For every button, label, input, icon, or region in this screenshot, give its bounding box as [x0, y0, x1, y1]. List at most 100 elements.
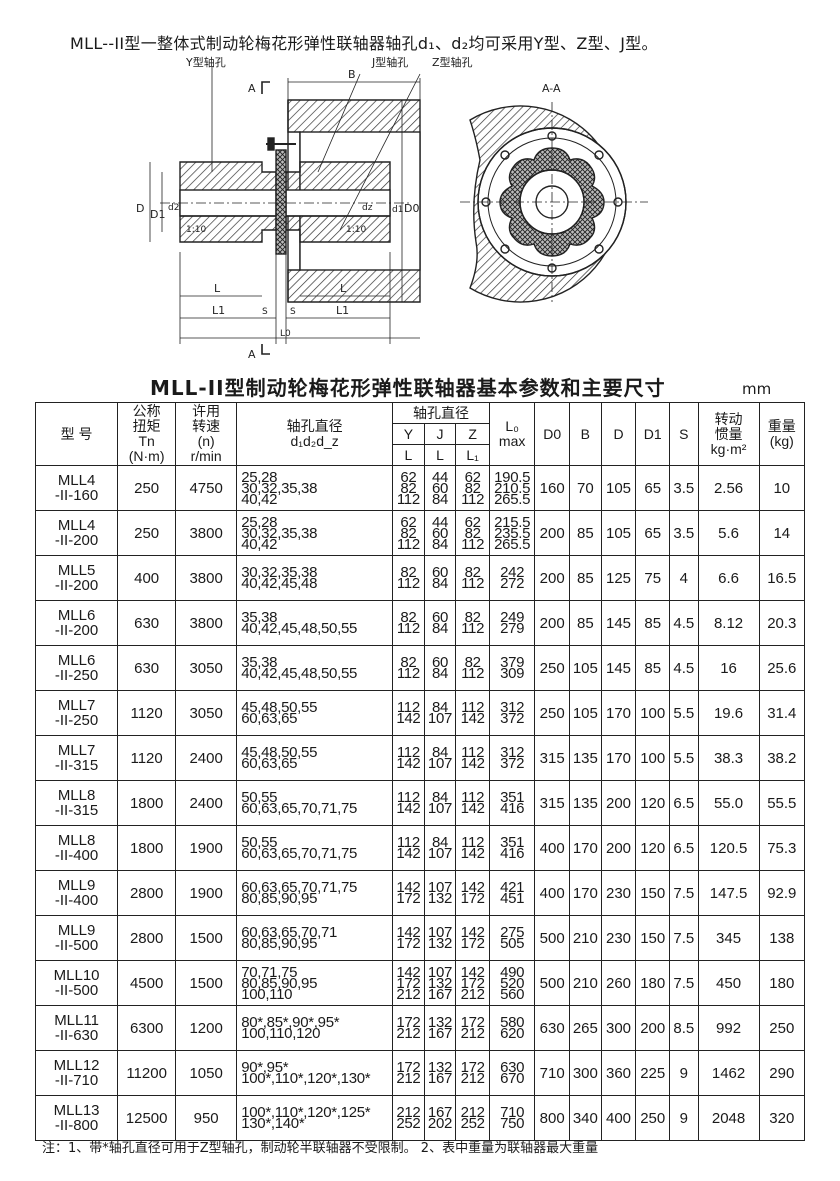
j-length-cell: 44 60 84	[423, 465, 457, 511]
s-cell: 7.5	[669, 870, 699, 916]
col-l0-max: L₀ max	[488, 402, 536, 466]
j-length-cell: 107 132	[423, 870, 457, 916]
speed-cell: 3800	[175, 510, 238, 556]
z-length-cell: 142 172	[455, 915, 490, 961]
model-cell: MLL5 -II-200	[34, 555, 119, 601]
model-cell: MLL6 -II-200	[34, 600, 119, 646]
y-length-cell: 62 82 112	[392, 465, 425, 511]
section-aa-label: A-A	[542, 82, 561, 95]
z-length-cell: 142 172 212	[455, 960, 490, 1006]
coupling-drawing: Y型轴孔 J型轴孔 Z型轴孔 A B D D1 D0 d1 d2 dz 1:10…	[136, 55, 648, 361]
z-length-cell: 172 212	[455, 1050, 490, 1096]
weight-cell: 14	[758, 510, 806, 556]
col-j: J	[423, 423, 457, 445]
speed-cell: 1200	[175, 1005, 238, 1051]
bore-cell: 45,48,50,55 60,63,65	[236, 735, 394, 781]
col-d0: D0	[534, 402, 571, 466]
j-length-cell: 60 84	[423, 645, 457, 691]
d0-cell: 315	[534, 780, 571, 826]
j-bore-label: J型轴孔	[371, 55, 408, 69]
s-cell: 8.5	[669, 1005, 699, 1051]
d-cell: 145	[600, 600, 637, 646]
j-length-cell: 60 84	[423, 555, 457, 601]
l0-cell: 351 416	[488, 825, 536, 871]
b-cell: 70	[569, 465, 602, 511]
bore-cell: 45,48,50,55 60,63,65	[236, 690, 394, 736]
model-cell: MLL10 -II-500	[34, 960, 119, 1006]
torque-cell: 11200	[117, 1050, 177, 1096]
d0-cell: 160	[534, 465, 571, 511]
inertia-cell: 2048	[697, 1095, 760, 1141]
d1-cell: 65	[635, 465, 671, 511]
speed-cell: 2400	[175, 780, 238, 826]
bore-cell: 50,55 60,63,65,70,71,75	[236, 825, 394, 871]
s-cell: 7.5	[669, 960, 699, 1006]
model-cell: MLL9 -II-400	[34, 870, 119, 916]
col-y: Y	[392, 423, 425, 445]
s-cell: 5.5	[669, 735, 699, 781]
col-model: 型 号	[34, 402, 119, 466]
z-length-cell: 112 142	[455, 690, 490, 736]
bore-cell: 30,32,35,38 40,42,45,48	[236, 555, 394, 601]
d-cell: 105	[600, 510, 637, 556]
d1-cell: 200	[635, 1005, 671, 1051]
torque-cell: 1120	[117, 735, 177, 781]
s-cell: 5.5	[669, 690, 699, 736]
weight-cell: 320	[758, 1095, 806, 1141]
l0-cell: 630 670	[488, 1050, 536, 1096]
bore-cell: 90*,95* 100*,110*,120*,130*	[236, 1050, 394, 1096]
d0-cell: 200	[534, 600, 571, 646]
d0-cell: 500	[534, 960, 571, 1006]
bore-cell: 50,55 60,63,65,70,71,75	[236, 780, 394, 826]
z-length-cell: 82 112	[455, 645, 490, 691]
weight-cell: 20.3	[758, 600, 806, 646]
z-bore-label: Z型轴孔	[432, 55, 473, 69]
d-cell: 230	[600, 870, 637, 916]
col-bore-length: 轴孔直径	[392, 402, 490, 424]
j-length-cell: 132 167	[423, 1005, 457, 1051]
d0-cell: 500	[534, 915, 571, 961]
y-length-cell: 212 252	[392, 1095, 425, 1141]
b-cell: 85	[569, 600, 602, 646]
torque-cell: 2800	[117, 870, 177, 916]
inertia-cell: 19.6	[697, 690, 760, 736]
torque-cell: 400	[117, 555, 177, 601]
l0-cell: 710 750	[488, 1095, 536, 1141]
speed-cell: 1900	[175, 825, 238, 871]
bore-cell: 60,63,65,70,71,75 80,85,90,95	[236, 870, 394, 916]
d1-cell: 85	[635, 645, 671, 691]
l0-cell: 275 505	[488, 915, 536, 961]
y-length-cell: 62 82 112	[392, 510, 425, 556]
s-cell: 3.5	[669, 510, 699, 556]
d0-cell: 630	[534, 1005, 571, 1051]
d0-cell: 200	[534, 555, 571, 601]
b-cell: 210	[569, 960, 602, 1006]
y-length-cell: 82 112	[392, 645, 425, 691]
torque-cell: 630	[117, 600, 177, 646]
col-torque: 公称 扭矩 Tn (N·m)	[117, 402, 177, 466]
inertia-cell: 8.12	[697, 600, 760, 646]
model-cell: MLL4 -II-200	[34, 510, 119, 556]
col-d: D	[600, 402, 637, 466]
b-cell: 85	[569, 555, 602, 601]
weight-cell: 138	[758, 915, 806, 961]
d-label: D	[136, 202, 144, 215]
inertia-cell: 2.56	[697, 465, 760, 511]
bore-cell: 80*,85*,90*,95* 100,110,120	[236, 1005, 394, 1051]
z-length-cell: 112 142	[455, 735, 490, 781]
d-cell: 300	[600, 1005, 637, 1051]
b-cell: 135	[569, 735, 602, 781]
footnote: 注：1、带*轴孔直径可用于Z型轴孔，制动轮半联轴器不受限制。 2、表中重量为联轴…	[42, 1141, 599, 1156]
d1-cell: 150	[635, 915, 671, 961]
weight-cell: 10	[758, 465, 806, 511]
inertia-cell: 345	[697, 915, 760, 961]
l0-cell: 215.5 235.5 265.5	[488, 510, 536, 556]
inertia-cell: 16	[697, 645, 760, 691]
bore-cell: 25,28 30,32,35,38 40,42	[236, 465, 394, 511]
torque-cell: 12500	[117, 1095, 177, 1141]
inertia-cell: 6.6	[697, 555, 760, 601]
torque-cell: 1800	[117, 825, 177, 871]
